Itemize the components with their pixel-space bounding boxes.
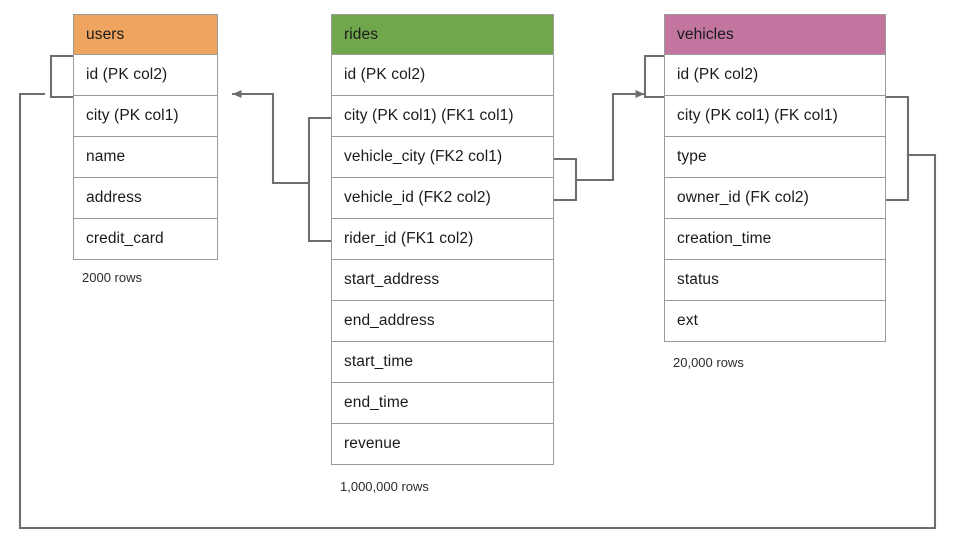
vehicles-fk-bracket [884,95,910,202]
table-rides-title: rides [331,14,554,55]
table-rides-column-end-address[interactable]: end_address [331,301,554,342]
table-rides-row-count: 1,000,000 rows [340,479,429,494]
table-vehicles-column-ext[interactable]: ext [664,301,886,342]
table-users-row-count: 2000 rows [82,270,142,285]
table-vehicles-column-id[interactable]: id (PK col2) [664,55,886,96]
table-users-column-name[interactable]: name [73,137,218,178]
table-rides-column-vehicle-id[interactable]: vehicle_id (FK2 col2) [331,178,554,219]
table-rides[interactable]: rides id (PK col2) city (PK col1) (FK1 c… [331,14,554,465]
table-vehicles-column-creation-time[interactable]: creation_time [664,219,886,260]
table-vehicles-column-owner-id[interactable]: owner_id (FK col2) [664,178,886,219]
vehicles-key-bracket [643,54,666,99]
table-rides-column-rider-id[interactable]: rider_id (FK1 col2) [331,219,554,260]
table-rides-column-id[interactable]: id (PK col2) [331,55,554,96]
table-users-column-credit-card[interactable]: credit_card [73,219,218,260]
rides-fk1-bracket [307,116,333,243]
table-users-column-address[interactable]: address [73,178,218,219]
table-vehicles-column-type[interactable]: type [664,137,886,178]
table-users[interactable]: users id (PK col2) city (PK col1) name a… [73,14,218,260]
table-users-column-city[interactable]: city (PK col1) [73,96,218,137]
table-rides-column-city[interactable]: city (PK col1) (FK1 col1) [331,96,554,137]
rides-fk2-bracket [552,157,578,202]
rides-fk2-to-vehicles-line [574,90,646,182]
table-users-title: users [73,14,218,55]
table-vehicles-column-status[interactable]: status [664,260,886,301]
table-rides-column-revenue[interactable]: revenue [331,424,554,465]
table-vehicles[interactable]: vehicles id (PK col2) city (PK col1) (FK… [664,14,886,342]
table-rides-column-end-time[interactable]: end_time [331,383,554,424]
table-vehicles-title: vehicles [664,14,886,55]
table-vehicles-row-count: 20,000 rows [673,355,744,370]
table-rides-column-vehicle-city[interactable]: vehicle_city (FK2 col1) [331,137,554,178]
table-rides-column-start-address[interactable]: start_address [331,260,554,301]
table-rides-column-start-time[interactable]: start_time [331,342,554,383]
table-vehicles-column-city[interactable]: city (PK col1) (FK col1) [664,96,886,137]
rides-fk1-to-users-line [231,90,311,185]
users-key-bracket [49,54,75,99]
table-users-column-id[interactable]: id (PK col2) [73,55,218,96]
